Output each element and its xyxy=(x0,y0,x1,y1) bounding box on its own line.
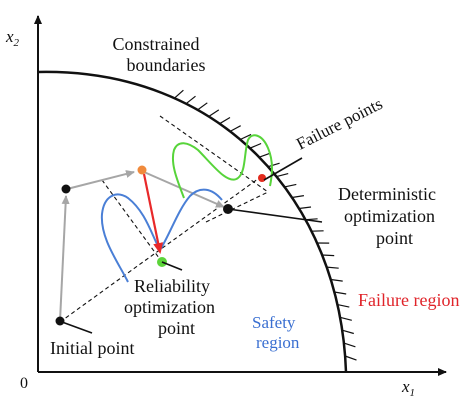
hatch-mark xyxy=(276,173,289,178)
hatch-mark xyxy=(330,278,343,282)
leader-lines xyxy=(61,157,323,334)
hatch-mark xyxy=(229,125,241,132)
safety-label-1: Safety xyxy=(252,313,296,332)
failure-point xyxy=(258,174,266,182)
hatch-mark xyxy=(298,206,312,210)
failure-region-label: Failure region xyxy=(358,290,459,310)
hatch-mark xyxy=(326,266,339,269)
hatch-mark xyxy=(249,142,262,149)
hatch-mark xyxy=(343,342,356,348)
hatch-mark xyxy=(342,329,354,335)
hatch-mark xyxy=(219,116,231,125)
hatch-mark xyxy=(291,195,304,199)
hatch-mark xyxy=(258,152,271,158)
intermediate-point xyxy=(61,184,71,194)
deterministic-label-1: Deterministic xyxy=(338,184,436,204)
constrained-label-2: boundaries xyxy=(127,55,206,75)
initial-point xyxy=(55,316,65,326)
failure-points-label: Failure points xyxy=(293,94,385,154)
hatch-mark xyxy=(284,183,297,188)
orange-point xyxy=(137,165,147,175)
hatch-mark xyxy=(339,316,352,321)
hatch-mark xyxy=(322,254,335,257)
reliability-label-2: optimization xyxy=(124,297,215,317)
boundary-hatching xyxy=(174,89,357,361)
deterministic-label-3: point xyxy=(376,228,413,248)
y-axis-label: x2 xyxy=(5,27,20,49)
dashed-guides xyxy=(59,115,269,323)
hatch-mark xyxy=(174,89,184,99)
hatch-mark xyxy=(334,291,347,295)
hatch-mark xyxy=(239,133,252,141)
deterministic-label-2: optimization xyxy=(344,206,435,226)
hatch-mark xyxy=(197,102,208,111)
hatch-mark xyxy=(185,95,196,105)
constrained-label-1: Constrained xyxy=(113,34,200,54)
constrained-boundary-arc xyxy=(37,70,348,373)
safety-label-2: region xyxy=(256,333,300,352)
initial-point-label: Initial point xyxy=(50,338,135,358)
iteration-path xyxy=(59,170,225,322)
hatch-mark xyxy=(344,355,357,361)
hatch-mark xyxy=(208,109,220,118)
reliability-label-3: point xyxy=(158,318,195,338)
red-shift-arrow xyxy=(142,173,164,254)
blue-limit-curve xyxy=(100,188,223,283)
hatch-mark xyxy=(337,304,350,308)
green-limit-curve xyxy=(172,134,273,199)
x-axis-label: x1 xyxy=(401,377,415,399)
origin-label: 0 xyxy=(20,375,28,392)
reliability-label-1: Reliability xyxy=(134,276,210,296)
hatch-mark xyxy=(267,162,280,168)
